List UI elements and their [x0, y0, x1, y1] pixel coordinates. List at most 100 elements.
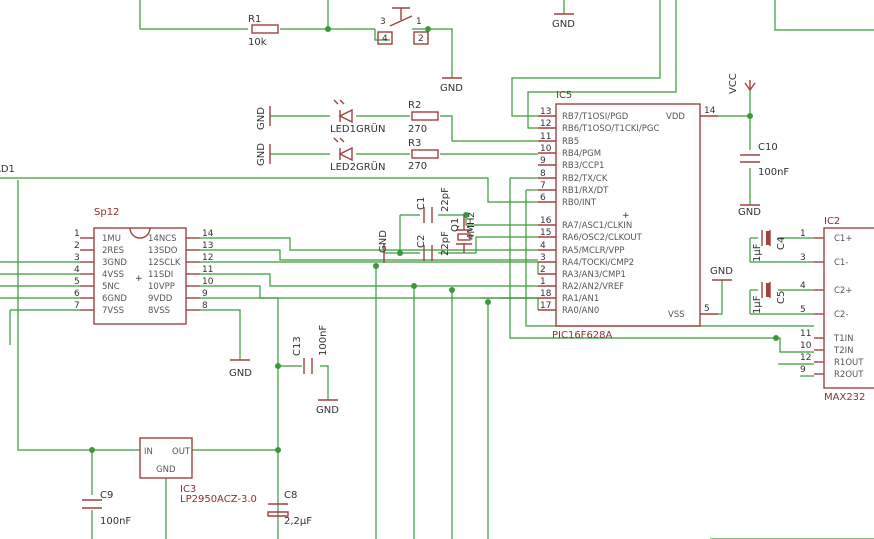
sp12-pin-num: 14 [202, 229, 214, 239]
ic3-in-label: IN [144, 447, 153, 457]
c13-name: C13 [292, 336, 303, 356]
c1-name: C1 [416, 197, 427, 210]
ic3-part: LP2950ACZ-3.0 [180, 494, 257, 505]
c5-name: C5 [776, 291, 787, 304]
q1-value: 4MHz [466, 212, 477, 240]
ic5-pin-num: 11 [540, 132, 551, 142]
ic5-vss-label: VSS [668, 310, 685, 320]
c4-value: 1µF [752, 243, 763, 262]
push-switch[interactable]: 3 4 1 2 [377, 7, 429, 45]
c2-value: 22pF [440, 231, 451, 256]
ground-symbols: GND GND GND GND GND GND GND GND GND VCC … [0, 13, 761, 416]
r3-name: R3 [408, 138, 421, 149]
capacitor-c4[interactable]: C4 1µF [752, 230, 787, 262]
sp12-pin-label: 7VSS [102, 306, 124, 316]
ic5-pin-label: RB5 [562, 137, 579, 147]
ic5-part: PIC16F628A [552, 330, 613, 341]
c13-value: 100nF [318, 325, 329, 356]
ic5-pin-num: 12 [540, 119, 551, 129]
r2-name: R2 [408, 100, 421, 111]
ic3-name: IC3 [180, 484, 196, 495]
sp12-pin-num: 9 [202, 289, 208, 299]
ic2-pin-num: 12 [800, 353, 811, 363]
sp12-pin-num: 5 [74, 277, 80, 287]
sp12-pin-label: 3GND [102, 258, 127, 268]
ic5-pin-label: RA3/AN3/CMP1 [562, 270, 626, 280]
ic5-pin-num: 15 [540, 228, 551, 238]
sp12-pin-label: 11SDI [148, 270, 173, 280]
sp12-pin-num: 3 [74, 253, 80, 263]
ic2-pin-num: 1 [800, 229, 806, 239]
svg-text:+: + [622, 211, 630, 221]
ic3-gnd-label: GND [156, 465, 176, 475]
sp12-pin-num: 13 [202, 241, 213, 251]
capacitor-c1[interactable]: C1 22pF [416, 187, 451, 223]
ic5-pin-num: 7 [540, 181, 546, 191]
c8-name: C8 [284, 490, 297, 501]
gnd-label-vss: GND [710, 266, 733, 277]
switch-pin-1: 1 [416, 17, 422, 27]
capacitor-c9[interactable]: C9 100nF [82, 490, 131, 527]
ic5-pin-label: RA7/ASC1/CLKIN [562, 221, 632, 231]
ic5-pin-num: 8 [540, 169, 546, 179]
ic2-pin-label: T1IN [833, 334, 853, 344]
c10-value: 100nF [758, 167, 789, 178]
ic5-pin-num: 13 [540, 107, 551, 117]
edge-net-label: AD1 [0, 164, 15, 175]
sp12-pin-num: 6 [74, 289, 80, 299]
svg-text:+: + [135, 274, 143, 284]
capacitor-c5[interactable]: C5 1µF [752, 282, 787, 314]
c8-value: 2,2µF [284, 516, 312, 527]
ic5-pin-num: 9 [540, 156, 546, 166]
vcc-label: VCC [728, 73, 739, 94]
ic5-name: IC5 [556, 90, 572, 101]
ic2-pin-num: 5 [800, 305, 806, 315]
led1-name: LED1GRÜN [330, 122, 385, 135]
ic2-part: MAX232 [824, 392, 865, 403]
ic5-pin-num: 18 [540, 289, 552, 299]
resistor-r2[interactable]: R2 270 [408, 100, 439, 135]
ic5-pin-num: 4 [540, 241, 546, 251]
ic2-pin-num: 10 [800, 341, 812, 351]
ic2-pin-label: R2OUT [834, 370, 864, 380]
capacitor-c10[interactable]: C10 100nF [740, 142, 789, 178]
sp12-pin-label: 9VDD [148, 294, 173, 304]
c9-name: C9 [100, 490, 113, 501]
ic5-pin-label: RA1/AN1 [562, 294, 599, 304]
sp12-pin-label: 10VPP [148, 282, 175, 292]
capacitor-c2[interactable]: C2 22pF [416, 231, 451, 261]
ic2-pin-label: C2+ [834, 286, 852, 296]
capacitor-c13[interactable]: C13 100nF [292, 325, 329, 374]
q1-name: Q1 [450, 218, 461, 232]
ic5-pin-label: RB4/PGM [562, 149, 601, 159]
sp12-pin-label: 13SDO [148, 246, 178, 256]
sp12-name: Sp12 [94, 207, 119, 218]
sp12-pin-label: 5NC [102, 282, 120, 292]
crystal-q1[interactable]: Q1 4MHz [450, 212, 477, 253]
led1[interactable]: LED1GRÜN [330, 99, 385, 135]
resistor-r3[interactable]: R3 270 [408, 138, 439, 172]
ic2-pin-label: C2- [834, 310, 848, 320]
c10-name: C10 [758, 142, 778, 153]
sp12-pin-num: 10 [202, 277, 214, 287]
ic5-pin-num: 6 [540, 193, 546, 203]
ic2-pin-num: 9 [800, 365, 806, 375]
c9-value: 100nF [100, 516, 131, 527]
sp12-pin-label: 4VSS [102, 270, 124, 280]
capacitor-c8[interactable]: C8 2,2µF [267, 490, 312, 527]
ic3-regulator[interactable]: IN OUT GND IC3 LP2950ACZ-3.0 [139, 437, 257, 505]
sp12-pin-label: 6GND [102, 294, 127, 304]
sp12-pin-num: 7 [74, 301, 80, 311]
gnd-label-sp12: GND [229, 368, 252, 379]
ic2-pin-label: C1- [834, 258, 848, 268]
resistor-r1[interactable]: R1 10k [248, 14, 279, 48]
sp12-pin-label: 8VSS [148, 306, 170, 316]
ic5-pin-label: RB0/INT [562, 198, 597, 208]
gnd-label-led1: GND [256, 107, 267, 130]
led2[interactable]: LED2GRÜN [330, 137, 385, 173]
ic5-pin-num: 3 [540, 253, 546, 263]
